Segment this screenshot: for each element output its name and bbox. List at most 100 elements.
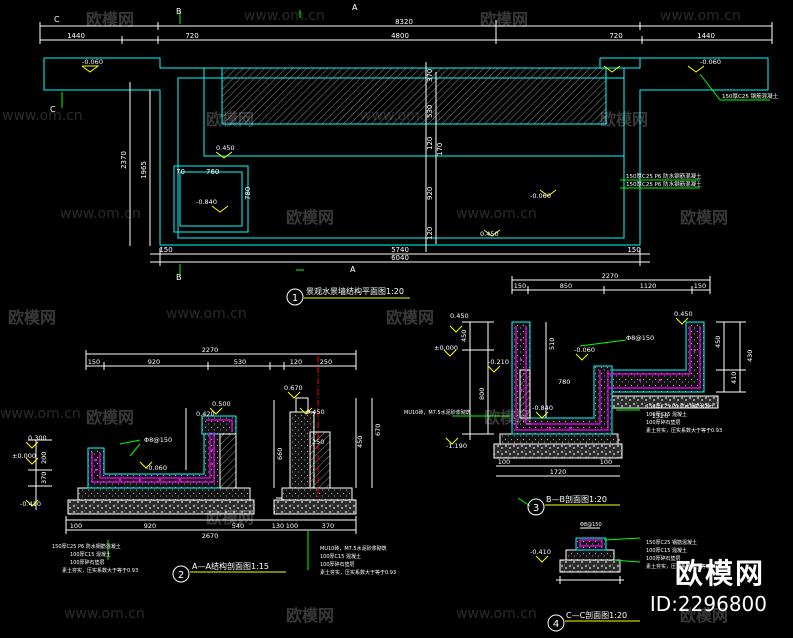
brand-id: ID:2296800 <box>649 592 767 616</box>
plan-mark-b-top: B <box>176 7 182 16</box>
section-a-top-dim-3: 530 <box>234 358 246 366</box>
plan-notes: 150厚C25 P6 防水钢筋混凝土 150厚C25 P6 防水钢筋混凝土 15… <box>626 92 779 188</box>
section-b-note-4: 素土夯实，压实系数大于等于0.93 <box>646 427 722 434</box>
plan-section-labels: A A B B C C <box>50 3 358 282</box>
section-b-side-dim-5: 450 <box>714 336 722 348</box>
plan-small-dim-3: 780 <box>244 187 252 200</box>
section-c-gravel <box>559 559 621 573</box>
section-a-title: A—A结构剖面图1:15 <box>192 561 269 571</box>
plan-view <box>39 10 773 276</box>
section-a-note-right-1: MU10砖，M7.5水泥砂浆砌筑 <box>320 545 387 552</box>
plan-level-3: 0.450 <box>216 144 235 152</box>
section-a-gravel-left <box>67 499 255 515</box>
section-a-level-3: -0.060 <box>146 464 167 472</box>
section-c-title-group: 4 C—C剖面图1:20 <box>547 610 640 632</box>
plan-note-2: 150厚C25 P6 防水钢筋混凝土 <box>626 180 702 188</box>
section-b-bottom-total: 1720 <box>550 468 567 476</box>
section-c-level-1: -0.410 <box>530 548 551 556</box>
section-a-bottom-dim-4: 130 <box>272 522 284 530</box>
plan-note-1: 150厚C25 P6 防水钢筋混凝土 <box>626 172 702 180</box>
section-a-side-dim-5: 450 <box>356 436 364 448</box>
plan-bottom-dim-1: 150 <box>159 246 172 254</box>
section-a-note-right-2: 100厚C15 混凝土 <box>320 553 361 560</box>
section-b-gravel <box>493 443 623 459</box>
section-c-title-number: 4 <box>553 619 559 630</box>
section-c-title: C—C剖面图1:20 <box>566 610 627 620</box>
section-a-notes: 150厚C25 P6 防水钢筋混凝土 100厚C15 混凝土 100厚碎石垫层 … <box>52 543 396 576</box>
section-c-note-4: 素土夯实，压实系数大于等于0.93 <box>646 563 722 570</box>
plan-note-leaders <box>620 73 770 189</box>
section-b-level-1: 0.450 <box>450 312 469 320</box>
section-a-view <box>25 350 373 570</box>
section-b-bottom-dim-3: 1320 <box>652 412 669 420</box>
plan-water-hatch <box>221 67 607 125</box>
section-a-bottom-dim-5: 100 <box>286 522 298 530</box>
section-b-side-dim-6: 410 <box>730 372 738 384</box>
section-b-level-5: -0.840 <box>532 404 553 412</box>
section-a-title-group: 2 A—A结构剖面图1:15 <box>172 561 286 583</box>
plan-bottom-dim-3: 150 <box>627 246 640 254</box>
section-b-bottom-dim-1: 100 <box>498 458 510 466</box>
plan-left-dim-1: 2370 <box>120 151 128 169</box>
section-a-note-right-3: 100厚碎石垫层 <box>320 561 355 568</box>
section-a-gravel-right <box>273 499 357 515</box>
plan-top-mid: 4800 <box>391 32 409 40</box>
plan-level-1: -0.060 <box>82 58 103 66</box>
plan-top-dim-3: 720 <box>609 32 622 40</box>
section-a-bottom-total: 2670 <box>202 532 219 540</box>
section-b-side-dim-1: 450 <box>460 330 468 342</box>
section-b-note-5: MU10砖，M7.5水泥砂浆砌筑 <box>404 409 471 416</box>
plan-mark-a-top: A <box>352 3 358 12</box>
plan-top-dimensions <box>39 20 773 44</box>
section-a-top-dim-4: 120 <box>290 358 302 366</box>
section-a-level-1: 0.300 <box>28 434 47 442</box>
section-b-side-dim-2: 510 <box>548 338 556 350</box>
plan-section-cut-lines <box>129 62 650 266</box>
section-a-top-dim-2: 920 <box>148 358 160 366</box>
section-a-bottom-dim-6: 370 <box>322 522 334 530</box>
section-a-texts: 2270 150 920 530 120 250 2670 100 920 54… <box>12 346 382 540</box>
plan-top-dim-2: 720 <box>185 32 198 40</box>
plan-mark-c-top: C <box>54 15 60 24</box>
section-b-note-3: 100厚碎石垫层 <box>646 419 681 426</box>
plan-inner-dim-1: 370 <box>426 69 434 82</box>
section-a-bottom-dim-3: 540 <box>232 522 244 530</box>
plan-mark-c-bottom: C <box>50 105 56 114</box>
plan-levels: -0.060 -0.060 0.450 -0.060 0.450 -0.840 <box>82 58 721 238</box>
section-b-concrete <box>499 433 619 445</box>
plan-inner-dim-5: 920 <box>426 187 434 200</box>
plan-level-5: 0.450 <box>480 230 499 238</box>
plan-level-markers <box>81 65 705 237</box>
section-c-rebar: Φ8@150 <box>580 522 602 528</box>
plan-inner-dim-3: 120 <box>426 137 434 150</box>
section-c-note-3: 100厚碎石垫层 <box>646 555 681 562</box>
section-a-bottom-dim-1: 100 <box>70 522 82 530</box>
section-c-view <box>535 527 641 584</box>
section-a-side-dim-4: 660 <box>276 448 284 460</box>
section-a-wall-top <box>201 415 237 435</box>
plan-mark-a-bottom: A <box>350 265 356 274</box>
section-b-level-4: -0.060 <box>574 346 595 354</box>
section-a-top-total: 2270 <box>202 346 219 354</box>
section-a-level-5: 0.500 <box>212 400 231 408</box>
section-b-notes: 150厚C25 P6 防水钢筋混凝土 100厚C15 混凝土 100厚碎石垫层 … <box>404 403 722 434</box>
section-b-side-dim-3: 780 <box>558 378 570 386</box>
section-a-bottom-dim-2: 920 <box>144 522 156 530</box>
section-a-note-left-1: 150厚C25 P6 防水钢筋混凝土 <box>52 543 121 550</box>
section-b-title: B—B剖面图1:20 <box>546 494 607 504</box>
section-b-top-dim-2: 850 <box>560 282 572 290</box>
plan-inner-dim-2: 530 <box>426 105 434 118</box>
section-c-note-2: 100厚C15 混凝土 <box>646 547 687 554</box>
plan-level-2: -0.060 <box>700 58 721 66</box>
section-c-texts: -0.410 Φ8@150 <box>530 522 602 556</box>
plan-note-3: 150厚C25 钢筋混凝土 <box>722 92 779 100</box>
section-b-top-total: 2270 <box>602 272 619 280</box>
plan-level-6: -0.840 <box>196 198 217 206</box>
section-a-level-2: ±0.000 <box>12 452 36 460</box>
plan-level-4: -0.060 <box>530 192 551 200</box>
brand-logo: 欧模网 <box>674 557 765 590</box>
plan-texts: 8320 4800 1440 720 720 1440 150 5740 150… <box>67 18 715 262</box>
plan-title-number: 1 <box>292 293 298 304</box>
section-b-side-dim-7: 430 <box>746 350 754 362</box>
